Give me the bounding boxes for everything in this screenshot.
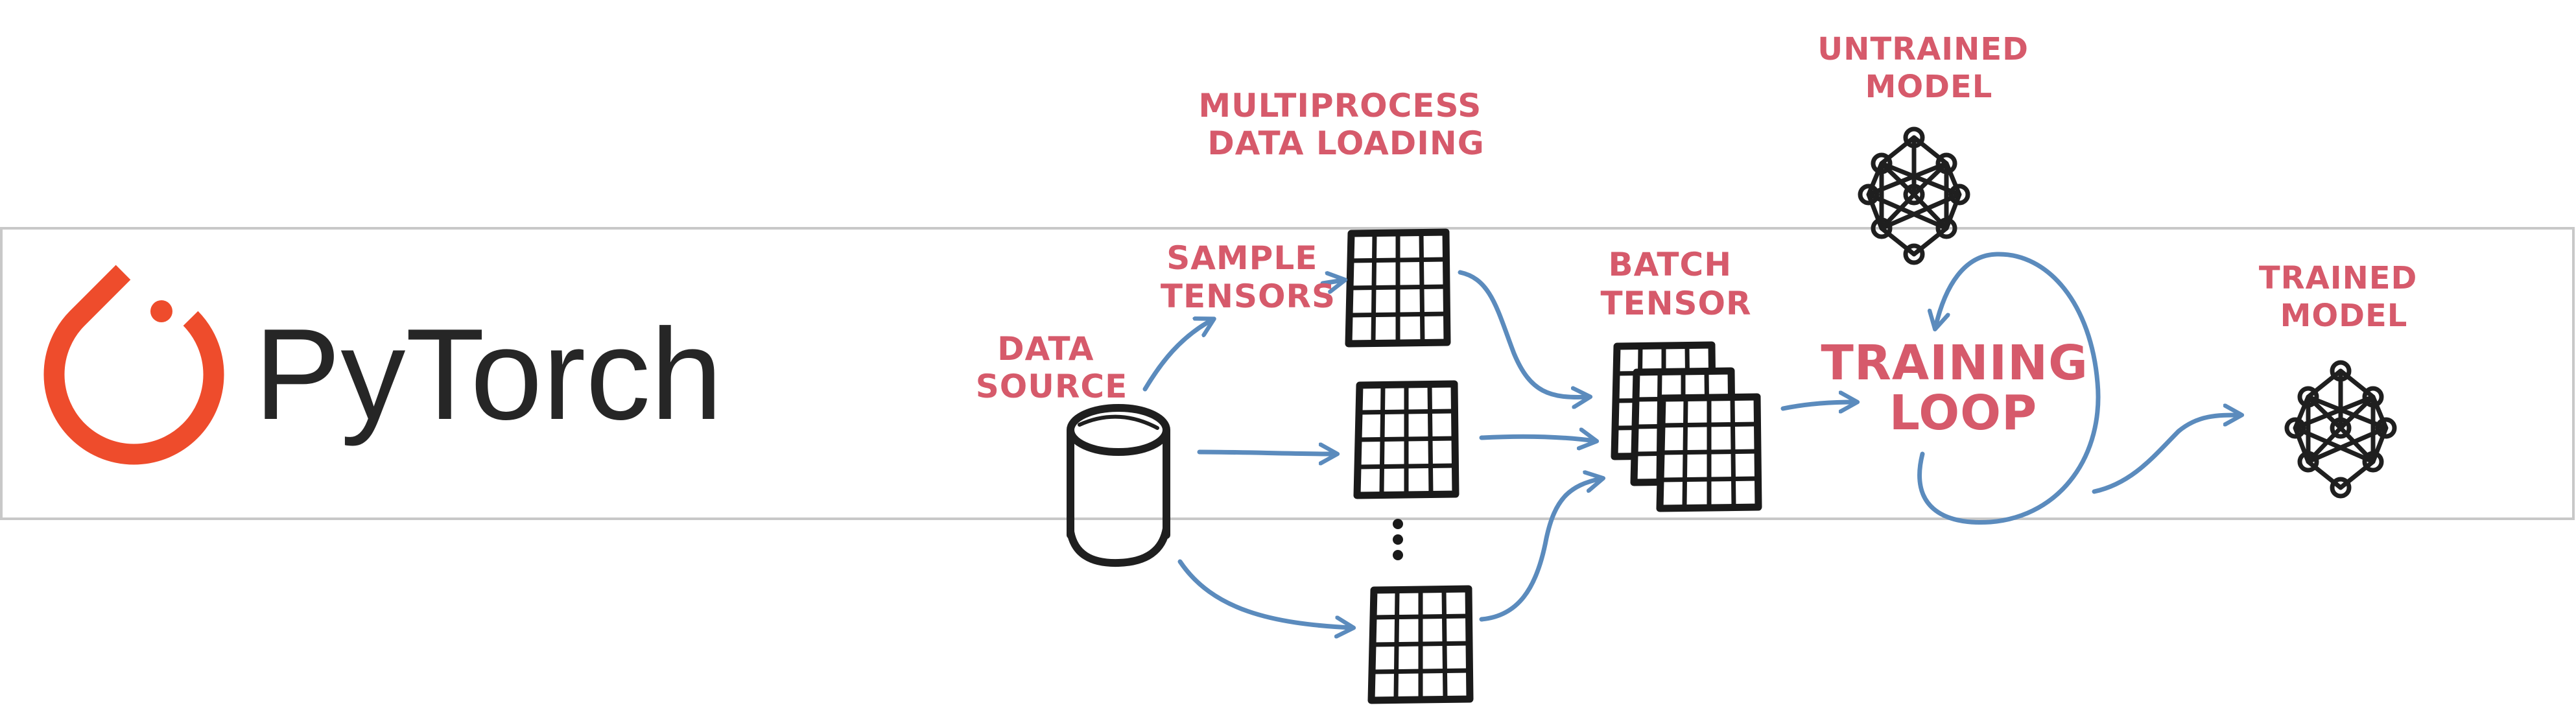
arrow-batch-to-loop xyxy=(1780,402,1856,409)
trained-model-label-line: TRAINED xyxy=(2259,260,2418,296)
pytorch-logo-icon xyxy=(43,265,224,465)
arrow-tensor-top-to-batch xyxy=(1458,270,1589,397)
multiprocess-label-line: DATA LOADING xyxy=(1207,125,1485,162)
sample-tensors-label: SAMPLE TENSORS xyxy=(1161,239,1336,315)
training-loop-label-line: TRAINING xyxy=(1821,335,2088,391)
batch-tensor-label-line: TENSOR xyxy=(1600,285,1751,322)
untrained-model-label-line: UNTRAINED xyxy=(1817,31,2029,67)
untrained-model-label: UNTRAINED MODEL xyxy=(1817,31,2040,105)
arrow-source-to-tensor-mid xyxy=(1197,452,1336,454)
batch-tensor-label: BATCH TENSOR xyxy=(1600,246,1751,322)
sample-tensors-label-line: TENSORS xyxy=(1161,278,1336,315)
arrow-tensor-low-to-batch xyxy=(1479,479,1601,622)
data-source-label-line: SOURCE xyxy=(976,368,1128,405)
tensor-grid-icon xyxy=(1349,232,1447,344)
neural-network-icon xyxy=(1860,129,1968,263)
tensor-grid-icon xyxy=(1357,384,1456,495)
trained-model-label-line: MODEL xyxy=(2280,298,2408,334)
data-source-label-line: DATA xyxy=(997,330,1094,368)
neural-network-icon xyxy=(2287,362,2394,496)
data-source-label: DATA SOURCE xyxy=(976,330,1128,405)
sample-tensors-label-line: SAMPLE xyxy=(1166,239,1318,277)
arrow-label-to-tensor-top xyxy=(1320,280,1343,283)
arrow-loop-to-trained xyxy=(2092,415,2240,494)
batch-tensor-icon xyxy=(1614,345,1758,508)
multiprocess-label-line: MULTIPROCESS xyxy=(1198,87,1482,125)
ellipsis-dots xyxy=(1393,519,1403,560)
training-loop-label: TRAINING LOOP xyxy=(1821,335,2105,441)
trained-model-label: TRAINED MODEL xyxy=(2259,260,2429,334)
database-icon xyxy=(1067,404,1170,567)
tensor-grid-icon xyxy=(1371,589,1470,700)
loop-arrow-icon xyxy=(1917,252,2101,525)
training-loop-label-line: LOOP xyxy=(1889,385,2038,441)
untrained-model-label-line: MODEL xyxy=(1865,69,1993,105)
banner-frame xyxy=(0,227,2575,520)
arrow-tensor-mid-to-batch xyxy=(1479,436,1595,441)
arrow-source-to-sample-label xyxy=(1142,320,1212,392)
multiprocess-label: MULTIPROCESS DATA LOADING xyxy=(1198,87,1493,162)
arrow-source-to-tensor-low xyxy=(1177,559,1352,628)
brand-wordmark: PyTorch xyxy=(254,302,722,447)
batch-tensor-label-line: BATCH xyxy=(1609,246,1732,283)
